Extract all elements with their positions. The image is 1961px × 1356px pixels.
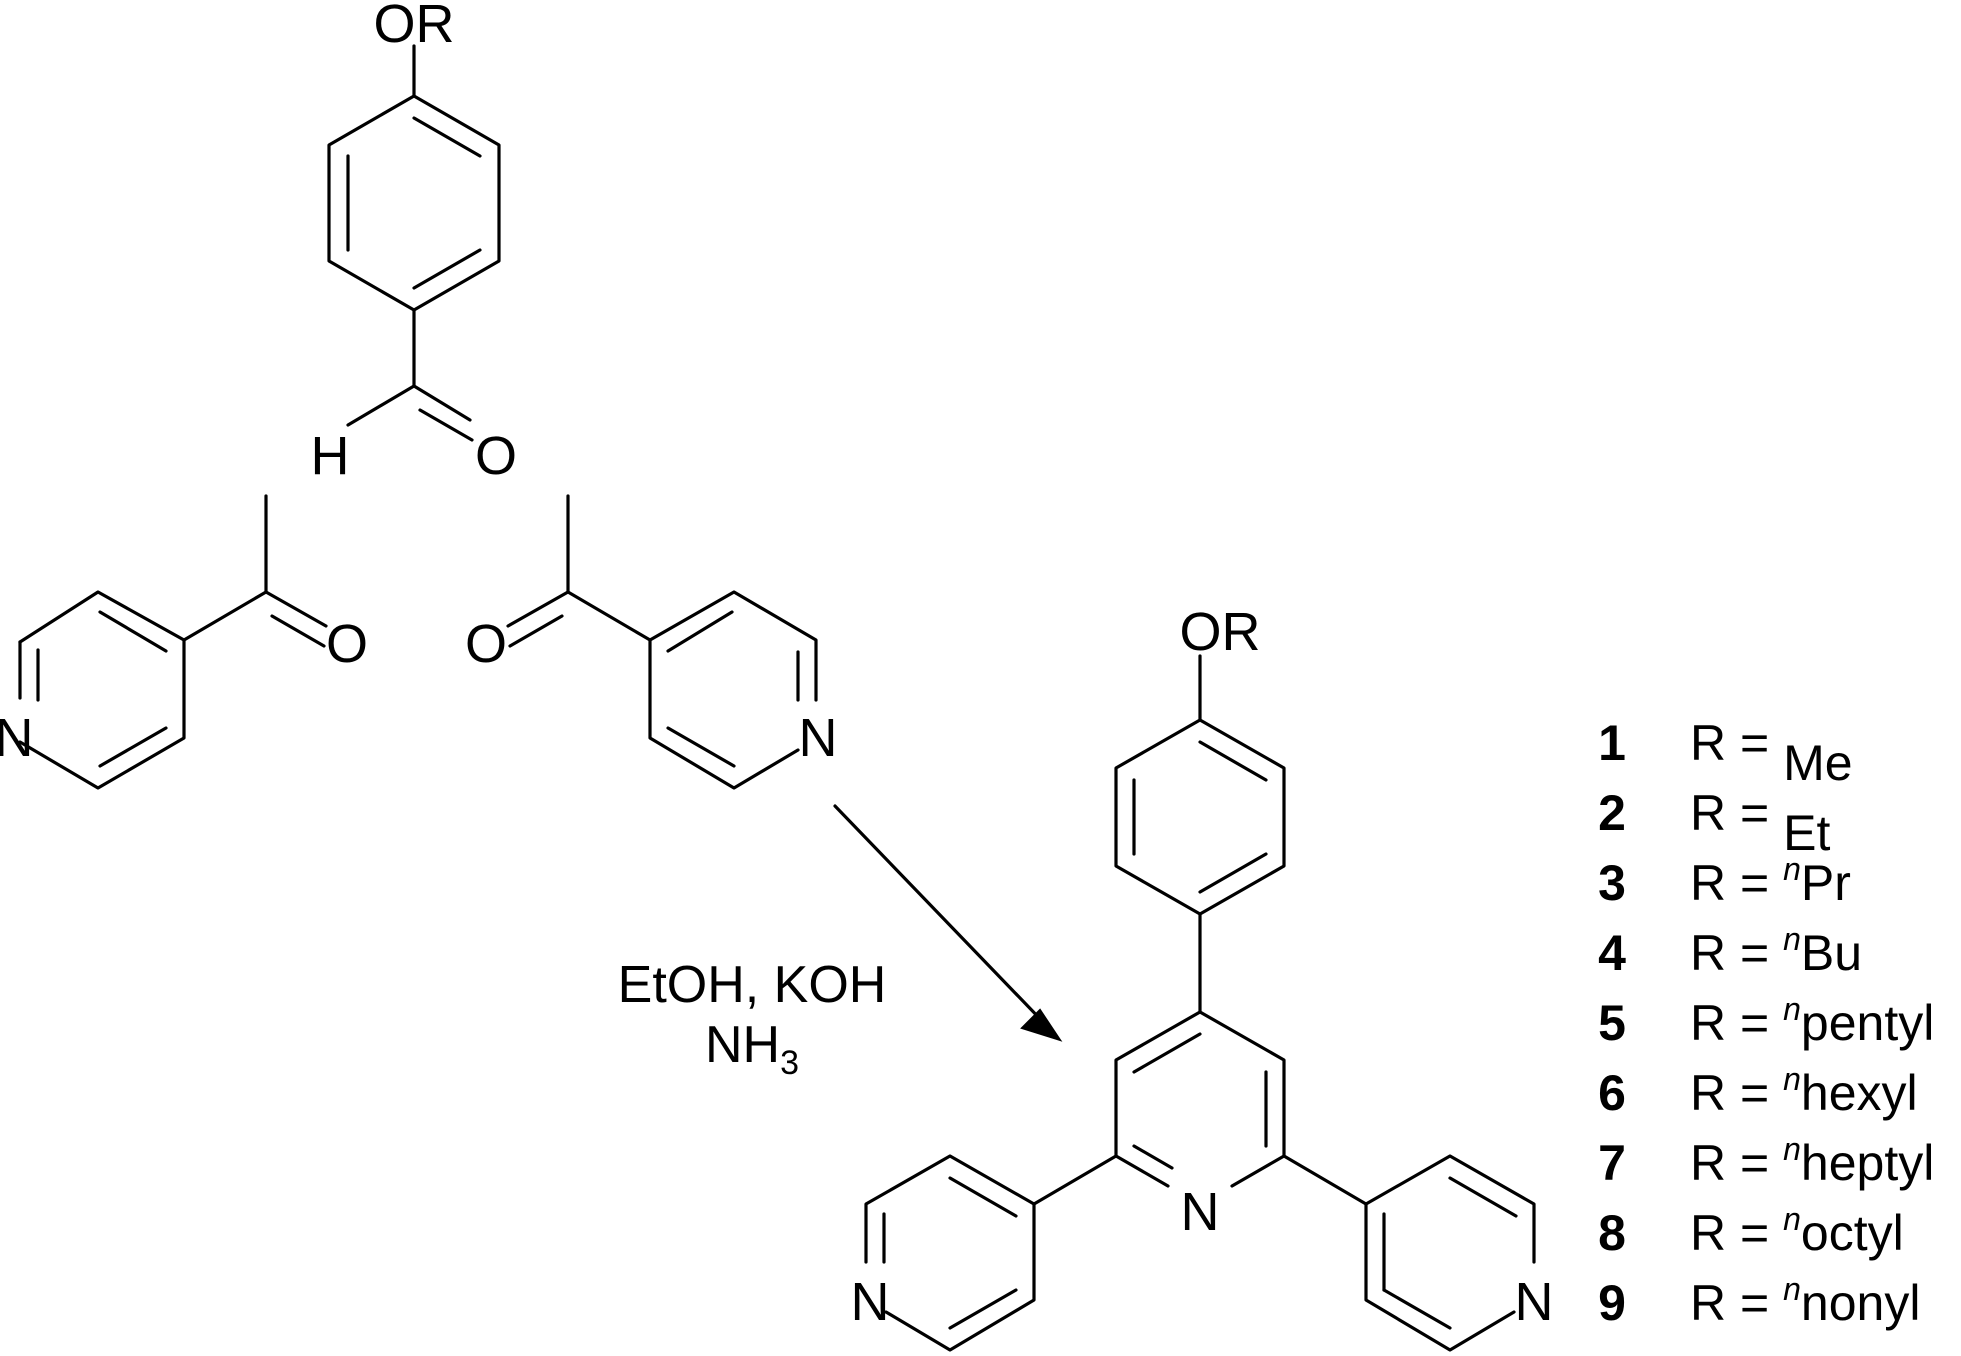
ketone-right-reagent: N O: [465, 494, 838, 790]
aldehyde-o-label: O: [475, 426, 517, 486]
compound-substituent: R = nhexyl: [1690, 1061, 1918, 1121]
compound-substituent: R = nPr: [1690, 851, 1851, 911]
aldehyde-reagent: OR H O: [311, 0, 518, 486]
product-n-right-label: N: [1515, 1272, 1554, 1332]
ketone-left-n-label: N: [0, 708, 34, 768]
compound-substituent: R = nBu: [1690, 921, 1862, 981]
compound-number: 1: [1598, 715, 1626, 771]
compound-row: 2 R = Et: [1598, 785, 1830, 861]
ketone-left-reagent: N O: [0, 494, 368, 790]
conditions-line-2: NH3: [705, 1016, 799, 1082]
compound-number: 6: [1598, 1065, 1626, 1121]
arrow-head: [1020, 1008, 1063, 1042]
compound-substituent: R = nheptyl: [1690, 1131, 1934, 1191]
compound-substituent: R = noctyl: [1690, 1201, 1904, 1261]
compound-substituent: R = nnonyl: [1690, 1271, 1920, 1331]
conditions-nh: NH: [705, 1016, 780, 1074]
compound-number: 4: [1598, 925, 1626, 981]
compound-number: 7: [1598, 1135, 1626, 1191]
compound-row: 5 R = npentyl: [1598, 991, 1934, 1051]
product-n-center-label: N: [1181, 1182, 1220, 1242]
ketone-right-n-label: N: [799, 708, 838, 768]
product-molecule: OR N N N: [851, 602, 1554, 1352]
compound-row: 4 R = nBu: [1598, 921, 1862, 981]
compound-row: 1 R = Me: [1598, 715, 1852, 791]
compound-row: 8 R = noctyl: [1598, 1201, 1904, 1261]
reaction-conditions: EtOH, KOH NH3: [618, 956, 887, 1082]
conditions-line-1: EtOH, KOH: [618, 956, 887, 1014]
compound-number: 5: [1598, 995, 1626, 1051]
reaction-arrow: [833, 804, 1063, 1042]
compound-list: 1 R = Me 2 R = Et 3 R = nPr 4 R = nBu 5 …: [1598, 715, 1934, 1331]
ketone-right-bonds: [506, 494, 818, 790]
aldehyde-h-label: H: [311, 426, 350, 486]
compound-number: 9: [1598, 1275, 1626, 1331]
aldehyde-bonds: [327, 44, 501, 442]
aldehyde-or-label: OR: [374, 0, 455, 54]
compound-number: 2: [1598, 785, 1626, 841]
compound-substituent: R = Me: [1690, 715, 1853, 791]
ketone-left-bonds: [18, 494, 328, 790]
compound-number: 3: [1598, 855, 1626, 911]
product-bonds: [864, 654, 1536, 1352]
ketone-right-o-label: O: [465, 614, 507, 674]
ketone-left-o-label: O: [326, 614, 368, 674]
compound-row: 9 R = nnonyl: [1598, 1271, 1920, 1331]
compound-number: 8: [1598, 1205, 1626, 1261]
compound-row: 6 R = nhexyl: [1598, 1061, 1918, 1121]
conditions-nh-subscript: 3: [780, 1044, 799, 1082]
product-or-label: OR: [1180, 602, 1261, 662]
product-n-left-label: N: [851, 1272, 890, 1332]
compound-row: 7 R = nheptyl: [1598, 1131, 1934, 1191]
compound-substituent: R = Et: [1690, 785, 1830, 861]
compound-row: 3 R = nPr: [1598, 851, 1851, 911]
compound-substituent: R = npentyl: [1690, 991, 1934, 1051]
